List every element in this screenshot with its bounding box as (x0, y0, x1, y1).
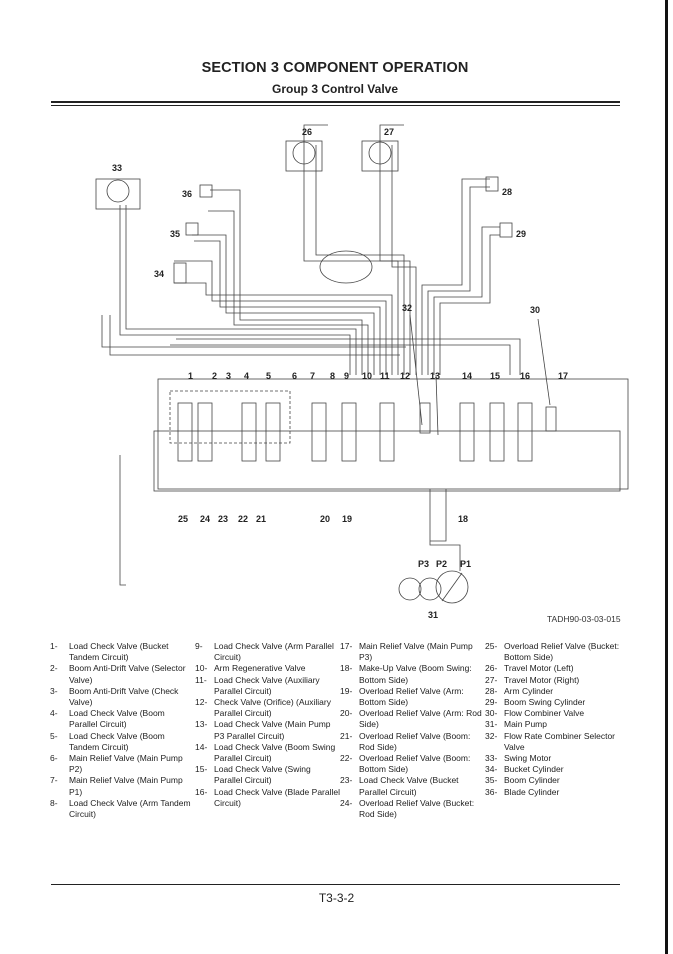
svg-text:18: 18 (458, 514, 468, 524)
legend-item: 31-Main Pump (485, 719, 547, 730)
legend-item: 22-Overload Relief Valve (Boom: Bottom S… (340, 753, 471, 775)
svg-text:34: 34 (154, 269, 164, 279)
svg-text:6: 6 (292, 371, 297, 381)
legend-item: 25-Overload Relief Valve (Bucket: Bottom… (485, 641, 620, 663)
svg-text:P1: P1 (460, 559, 471, 569)
svg-text:20: 20 (320, 514, 330, 524)
piping-bundle (101, 124, 521, 375)
spool-group (177, 402, 557, 462)
page-number: T3-3-2 (318, 891, 355, 905)
svg-text:22: 22 (238, 514, 248, 524)
header-rule-thin (51, 105, 620, 106)
svg-text:35: 35 (170, 229, 180, 239)
svg-text:36: 36 (182, 189, 192, 199)
legend-column-1: 1-Load Check Valve (Bucket Tandem Circui… (50, 641, 195, 820)
legend-item: 30-Flow Combiner Valve (485, 708, 585, 719)
legend-item: 19-Overload Relief Valve (Arm: Bottom Si… (340, 685, 464, 708)
section-title: SECTION 3 COMPONENT OPERATION (201, 60, 469, 76)
valve-block-lower (153, 430, 621, 492)
legend-item: 29-Boom Swing Cylinder (485, 697, 586, 708)
legend-item: 18-Make-Up Valve (Boom Swing: Bottom Sid… (340, 663, 472, 685)
legend-item: 32-Flow Rate Combiner Selector Valve (485, 730, 616, 752)
legend-item: 12-Check Valve (Orifice) (Auxiliary Para… (195, 697, 331, 719)
svg-text:33: 33 (112, 163, 122, 173)
valve-block-outer (157, 378, 629, 490)
figure-code: TADH90-03-03-015 (547, 614, 621, 624)
group-title: Group 3 Control Valve (271, 82, 399, 96)
svg-text:13: 13 (430, 371, 440, 381)
svg-text:26: 26 (302, 127, 312, 137)
svg-text:P2: P2 (436, 559, 447, 569)
svg-text:27: 27 (384, 127, 394, 137)
legend-item: 9-Load Check Valve (Arm Parallel Circuit… (195, 641, 334, 663)
svg-text:19: 19 (342, 514, 352, 524)
legend-item: 33-Swing Motor (485, 753, 552, 764)
svg-text:11: 11 (380, 371, 390, 381)
legend-item: 14-Load Check Valve (Boom Swing Parallel… (195, 741, 336, 764)
svg-text:24: 24 (200, 514, 210, 524)
svg-text:17: 17 (558, 371, 568, 381)
svg-text:5: 5 (266, 371, 271, 381)
legend-item: 13-Load Check Valve (Main Pump P3 Parall… (195, 719, 331, 741)
legend-item: 4-Load Check Valve (Boom Parallel Circui… (50, 708, 165, 730)
swing-motor-box (95, 178, 141, 210)
legend-item: 27-Travel Motor (Right) (485, 674, 580, 685)
legend-item: 16-Load Check Valve (Blade Parallel Circ… (195, 786, 340, 808)
legend-item: 17-Main Relief Valve (Main Pump P3) (340, 641, 473, 663)
legend-item: 23-Load Check Valve (Bucket Parallel Cir… (340, 775, 459, 797)
svg-text:29: 29 (516, 229, 526, 239)
svg-text:14: 14 (462, 371, 472, 381)
page-edge-bar (665, 0, 668, 954)
legend-item: 7-Main Relief Valve (Main Pump P1) (50, 775, 183, 797)
svg-text:25: 25 (178, 514, 188, 524)
legend-item: 8-Load Check Valve (Arm Tandem Circuit) (50, 797, 191, 820)
legend-item: 24-Overload Relief Valve (Bucket: Rod Si… (340, 797, 475, 820)
legend-item: 15-Load Check Valve (Swing Parallel Circ… (195, 764, 311, 786)
svg-text:31: 31 (428, 610, 438, 620)
legend-item: 5-Load Check Valve (Boom Tandem Circuit) (50, 730, 165, 752)
svg-text:28: 28 (502, 187, 512, 197)
svg-text:23: 23 (218, 514, 228, 524)
legend-item: 2-Boom Anti-Drift Valve (Selector Valve) (50, 663, 186, 685)
legend-item: 10-Arm Regenerative Valve (195, 663, 306, 674)
footer-rule (51, 884, 620, 885)
legend-item: 21-Overload Relief Valve (Boom: Rod Side… (340, 730, 471, 752)
svg-text:7: 7 (310, 371, 315, 381)
legend-item: 11-Load Check Valve (Auxiliary Parallel … (195, 674, 320, 696)
svg-text:30: 30 (530, 305, 540, 315)
svg-text:21: 21 (256, 514, 266, 524)
svg-text:3: 3 (226, 371, 231, 381)
legend-item: 6-Main Relief Valve (Main Pump P2) (50, 753, 183, 775)
legend-item: 26-Travel Motor (Left) (485, 663, 574, 674)
svg-text:9: 9 (344, 371, 349, 381)
svg-text:10: 10 (362, 371, 372, 381)
legend-item: 35-Boom Cylinder (485, 775, 560, 786)
legend-item: 20-Overload Relief Valve (Arm: Rod Side) (340, 708, 482, 730)
legend-item: 3-Boom Anti-Drift Valve (Check Valve) (50, 685, 179, 708)
legend-column-3: 17-Main Relief Valve (Main Pump P3) 18-M… (340, 641, 485, 820)
legend-column-4: 25-Overload Relief Valve (Bucket: Bottom… (485, 641, 630, 798)
svg-text:P3: P3 (418, 559, 429, 569)
crossover-ellipse (319, 250, 373, 284)
legend-item: 34-Bucket Cylinder (485, 764, 564, 775)
legend-item: 36-Blade Cylinder (485, 786, 560, 797)
svg-text:16: 16 (520, 371, 530, 381)
legend-item: 28-Arm Cylinder (485, 685, 554, 696)
svg-text:1: 1 (188, 371, 193, 381)
svg-text:8: 8 (330, 371, 335, 381)
legend-column-2: 9-Load Check Valve (Arm Parallel Circuit… (195, 641, 340, 809)
svg-text:12: 12 (400, 371, 410, 381)
svg-text:2: 2 (212, 371, 217, 381)
legend-item: 1-Load Check Valve (Bucket Tandem Circui… (50, 641, 169, 663)
svg-text:15: 15 (490, 371, 500, 381)
svg-text:32: 32 (402, 303, 412, 313)
svg-text:4: 4 (244, 371, 249, 381)
header-rule-thick (51, 101, 620, 103)
